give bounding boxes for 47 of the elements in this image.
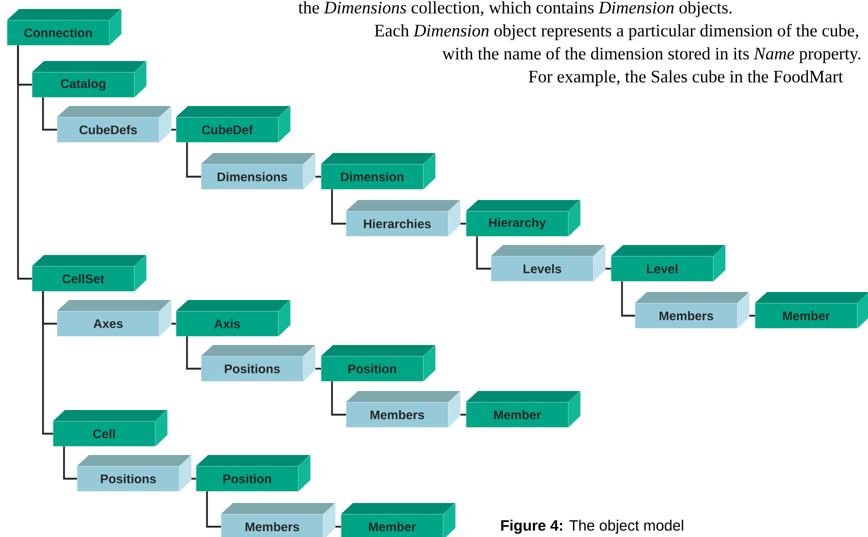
- connector-line: [335, 526, 341, 528]
- connector-line: [42, 97, 57, 131]
- connector-line: [476, 236, 491, 270]
- connector-line: [331, 189, 346, 225]
- object-box: Connection: [7, 9, 122, 46]
- connector-line: [171, 322, 176, 325]
- caption: Figure 4: The object model: [501, 520, 684, 534]
- connector-line: [460, 222, 466, 225]
- object-box: Members: [221, 503, 336, 537]
- connector-line: [621, 281, 635, 317]
- object-box: Axes: [57, 300, 172, 336]
- connector-line: [186, 336, 201, 370]
- connector-line: [315, 368, 321, 370]
- object-box: Position: [196, 455, 310, 492]
- object-box: CellSet: [32, 255, 146, 292]
- connector-line: [171, 128, 176, 131]
- connector-line: [315, 176, 321, 178]
- connector-line: [186, 142, 201, 178]
- object-box: Catalog: [32, 61, 146, 98]
- object-box: Member: [466, 391, 580, 428]
- object-box: Positions: [201, 345, 316, 382]
- object-box: Members: [635, 292, 750, 328]
- object-box: CubeDef: [176, 106, 290, 142]
- connector-line: [331, 381, 346, 416]
- body-text: the Dimensions collection, which contains Dimension objects. Each Dimension object represents a particular dimension of the cube, with the name of the dimension stored in its Name property. For example, the Sales cube in the FoodMart: [298, 1, 860, 86]
- object-box: Level: [611, 245, 726, 282]
- object-box: Axis: [176, 300, 290, 336]
- connector-line: [749, 314, 755, 317]
- object-box: Member: [341, 503, 456, 537]
- connector-line: [63, 446, 77, 480]
- connector-line: [191, 478, 196, 480]
- connector-line: [42, 291, 53, 435]
- object-box: Position: [321, 345, 436, 382]
- connector-line: [206, 491, 221, 528]
- object-box: Member: [755, 292, 868, 328]
- connector-line: [17, 45, 32, 280]
- object-box: Hierarchy: [466, 200, 580, 236]
- object-box: Positions: [77, 455, 192, 492]
- object-box: Cell: [53, 410, 168, 446]
- object-box: Members: [346, 391, 460, 428]
- object-box: Dimension: [321, 153, 436, 190]
- object-box: Dimensions: [201, 153, 316, 190]
- connector-line: [605, 268, 611, 270]
- connector-line: [460, 414, 466, 416]
- object-box: Levels: [491, 245, 606, 282]
- object-box: CubeDefs: [57, 106, 172, 142]
- object-box: Hierarchies: [346, 200, 460, 236]
